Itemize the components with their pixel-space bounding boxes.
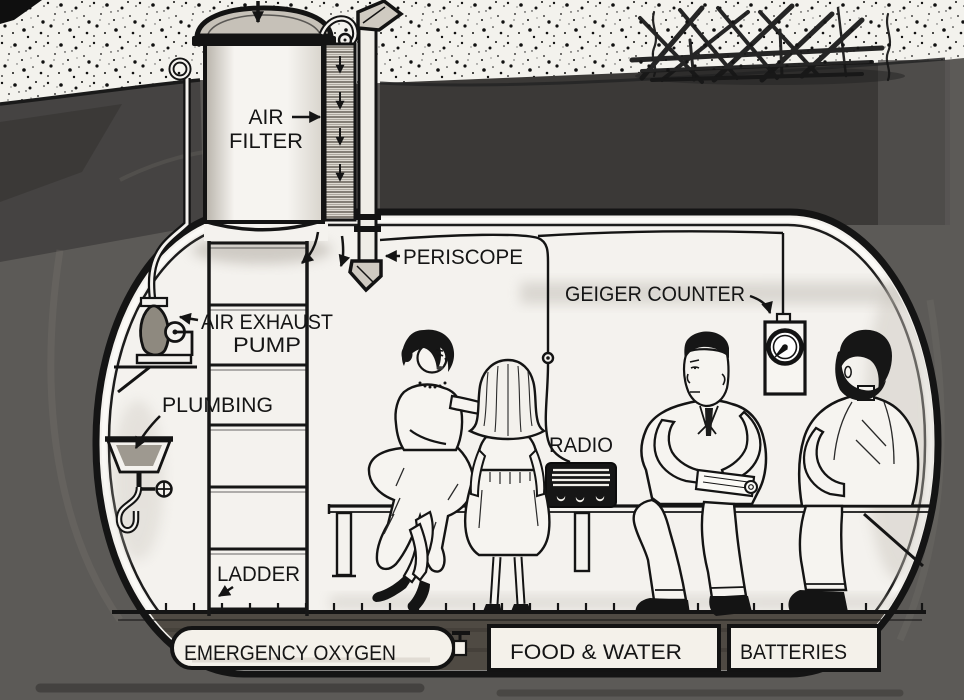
exhaust-pipe xyxy=(147,57,192,304)
girl-arm xyxy=(469,448,487,498)
smoke-wisp xyxy=(885,12,892,82)
smoke-wisp xyxy=(651,10,658,78)
man1-face xyxy=(682,348,730,408)
geiger-counter-label: GEIGER COUNTER xyxy=(565,283,745,306)
food-water-label: FOOD & WATER xyxy=(510,641,682,664)
corner-shadow xyxy=(0,0,42,24)
plumbing-leader-arrow xyxy=(134,415,161,450)
geiger-leader-arrow xyxy=(749,294,773,315)
girl-figure xyxy=(463,358,551,614)
air-filter-tank xyxy=(192,1,359,224)
woman-hair xyxy=(401,329,455,372)
girl-shoe xyxy=(482,604,502,614)
radio-grille xyxy=(552,468,610,487)
ladder-graphic xyxy=(207,232,309,616)
emergency-oxygen-label: EMERGENCY OXYGEN xyxy=(184,642,396,665)
periscope-label: PERISCOPE xyxy=(403,246,523,269)
periscope-tube xyxy=(348,0,404,293)
bench-brace xyxy=(863,512,924,568)
air-filter-label-line2: FILTER xyxy=(229,130,303,153)
air-exhaust-label-line1: AIR EXHAUST xyxy=(201,311,333,334)
ceiling-wiring xyxy=(379,230,785,464)
woman-bodice xyxy=(394,383,464,452)
man2-shoe xyxy=(788,590,848,612)
bench-leg xyxy=(573,511,591,573)
man1-hair xyxy=(684,331,729,360)
man-with-newspaper-figure xyxy=(632,331,768,616)
food-water-box: FOOD & WATER xyxy=(487,624,721,672)
man2-arm xyxy=(802,426,846,498)
ladder-label: LADDER xyxy=(217,563,300,586)
air-filter-label-line1: AIR xyxy=(248,106,283,129)
debris-graphic xyxy=(629,3,905,85)
radio-device xyxy=(545,462,617,508)
radio-knobs xyxy=(556,490,605,503)
air-exhaust-leader-arrow xyxy=(178,312,199,325)
bench-leg xyxy=(335,511,353,577)
filter-element xyxy=(323,42,357,222)
radio-label: RADIO xyxy=(549,434,613,457)
girl-arm xyxy=(528,448,546,498)
girl-shoe xyxy=(510,604,532,614)
oxygen-valve xyxy=(452,639,468,657)
man2-hair xyxy=(837,329,892,390)
girl-hair xyxy=(467,358,547,441)
woman-leg xyxy=(408,522,429,582)
man1-shoe xyxy=(709,596,752,616)
diagram-labels: AIR FILTER PERISCOPE GEIGER COUNTER AIR … xyxy=(134,106,773,598)
faucet-valve xyxy=(155,480,173,498)
air-exhaust-pump-device xyxy=(114,296,197,394)
woman-shoe xyxy=(372,576,410,602)
man1-shoe xyxy=(635,598,690,614)
sink xyxy=(105,436,173,534)
man1-tie xyxy=(705,408,713,436)
air-exhaust-label-line2: PUMP xyxy=(233,334,301,357)
dark-soil-strata xyxy=(380,60,945,225)
airflow-arrow xyxy=(338,235,351,268)
airflow-arrow xyxy=(301,231,320,264)
woman-mouth xyxy=(436,366,444,370)
ladder-leader-arrow xyxy=(217,585,234,598)
batteries-label: BATTERIES xyxy=(740,641,847,664)
oxygen-tank: EMERGENCY OXYGEN xyxy=(170,626,470,670)
geiger-counter-device xyxy=(763,312,807,396)
man2-trouser-leg xyxy=(798,504,848,592)
man2-ear xyxy=(844,365,852,379)
periscope-head xyxy=(356,0,404,32)
woman-necklace xyxy=(418,381,447,389)
plumbing-label: PLUMBING xyxy=(162,394,273,417)
pump-crank xyxy=(175,330,194,356)
air-intake-assembly xyxy=(147,0,404,304)
man-right-figure xyxy=(788,329,920,612)
woman-shoe xyxy=(407,580,430,612)
batteries-box: BATTERIES xyxy=(727,624,881,672)
